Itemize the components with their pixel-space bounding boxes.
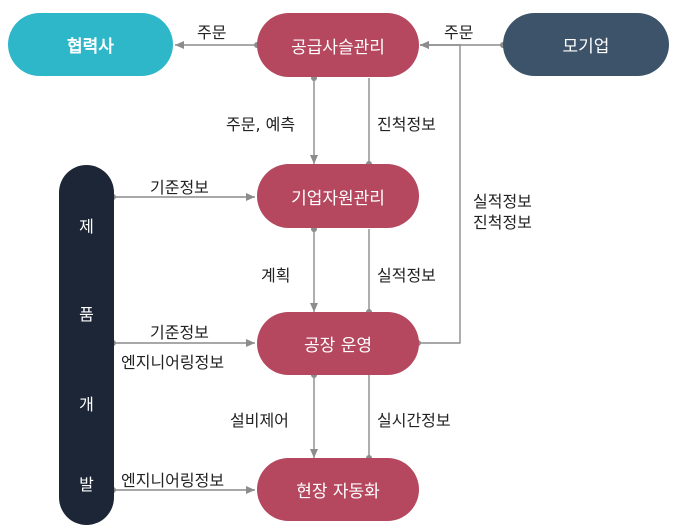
label-equipment-control: 설비제어 (230, 411, 289, 430)
label-base-info: 기준정보 (150, 323, 209, 342)
node-scm: 공급사슬관리 (257, 13, 419, 77)
product-dev-char: 개 (79, 395, 94, 414)
label-engineering-info: 엔지니어링정보 (121, 471, 225, 490)
node-automation: 현장 자동화 (257, 458, 419, 521)
arrow-factory-to-scm (418, 41, 461, 344)
label-plan: 계획 (261, 266, 291, 285)
label-progress-info: 진척정보 (377, 115, 436, 134)
label-order-to-partner: 주문 (197, 23, 227, 42)
product-dev-char: 발 (79, 475, 94, 494)
label-order-forecast: 주문, 예측 (226, 115, 296, 134)
label-realtime-info: 실시간정보 (377, 411, 451, 430)
product-dev-char: 품 (79, 305, 94, 324)
label-actual-info: 실적정보 (473, 192, 532, 211)
label-progress-info: 진척정보 (473, 213, 532, 232)
label-actual-info: 실적정보 (377, 266, 436, 285)
label-base-info: 기준정보 (150, 178, 209, 197)
node-erp: 기업자원관리 (257, 164, 419, 228)
node-partner: 협력사 (8, 13, 173, 76)
product-dev-char: 제 (79, 217, 94, 236)
node-product-development: 제 품 개 발 (59, 165, 114, 525)
label-engineering-info: 엔지니어링정보 (121, 353, 225, 372)
label-order-from-parent: 주문 (444, 23, 474, 42)
node-factory: 공장 운영 (257, 312, 419, 375)
node-parent: 모기업 (503, 13, 669, 76)
